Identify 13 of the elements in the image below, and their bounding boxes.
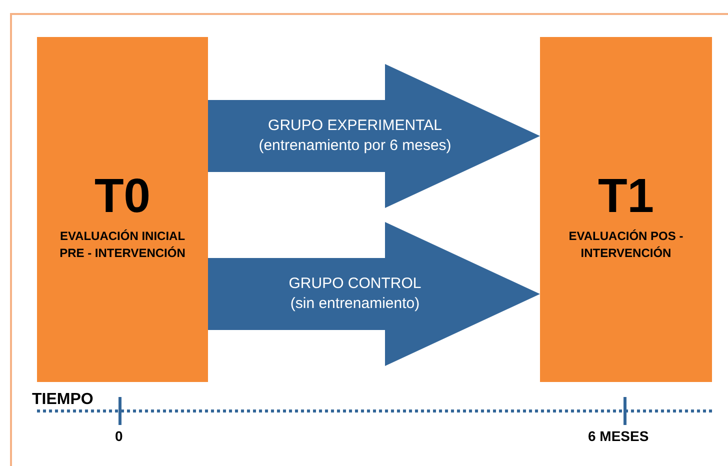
block-arrow xyxy=(208,64,540,208)
axis-title: TIEMPO xyxy=(32,392,94,408)
tick-label: 0 xyxy=(115,429,123,443)
time-point-description: EVALUACIÓN POS - INTERVENCIÓN xyxy=(568,228,684,262)
time-point-title: T0 xyxy=(94,172,150,222)
time-point-title: T1 xyxy=(598,172,654,222)
edge-label: GRUPO CONTROL (sin entrenamiento) xyxy=(288,274,422,314)
time-point-box xyxy=(37,37,208,382)
block-arrow xyxy=(208,222,540,366)
tick-label: 6 MESES xyxy=(588,429,649,443)
time-point-box xyxy=(540,37,712,382)
time-point-description: EVALUACIÓN INICIAL PRE - INTERVENCIÓN xyxy=(58,228,186,262)
edge-label: GRUPO EXPERIMENTAL (entrenamiento por 6 meses) xyxy=(258,116,452,156)
